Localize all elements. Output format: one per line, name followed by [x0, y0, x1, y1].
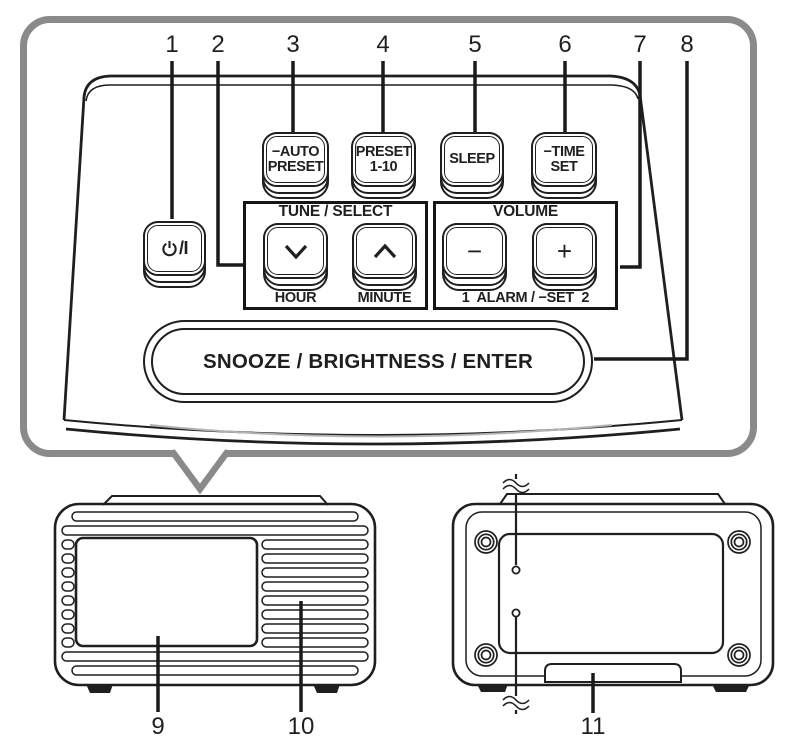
key-face: SLEEP [440, 132, 504, 187]
callout-number-10: 10 [287, 713, 315, 740]
callout-number-6: 6 [558, 31, 572, 58]
key-face: /I [143, 221, 206, 276]
bottom-panel [497, 532, 725, 655]
key-face: + [532, 223, 597, 279]
preset-1-10-button: PRESET 1-10 [351, 132, 416, 199]
key-label: −AUTO [271, 143, 320, 160]
volume-minus-button: − [442, 223, 507, 291]
bottom-foot-left [477, 684, 508, 692]
key-label: SLEEP [449, 151, 495, 167]
callout-number-7: 7 [633, 31, 647, 58]
snooze-button-label: SNOOZE / BRIGHTNESS / ENTER [202, 349, 534, 373]
callout-number-5: 5 [468, 31, 482, 58]
sleep-button: SLEEP [440, 132, 504, 199]
front-view [53, 495, 377, 693]
callout-number-3: 3 [286, 31, 300, 58]
tune-down-button [263, 223, 328, 291]
power-standby-icon [162, 240, 177, 257]
volume-title: VOLUME [492, 203, 559, 220]
key-label: SET [550, 158, 578, 175]
battery-door [544, 663, 682, 683]
tune-up-button [352, 223, 417, 291]
key-face: −AUTO PRESET [262, 132, 329, 187]
volume-plus-button: + [532, 223, 597, 291]
key-label: PRESET [267, 158, 324, 175]
snooze-brightness-enter-button: SNOOZE / BRIGHTNESS / ENTER [143, 320, 593, 403]
bottom-foot-right [712, 684, 750, 692]
key-face: − [442, 223, 507, 279]
callout-number-4: 4 [376, 31, 390, 58]
display-window [74, 536, 259, 648]
time-set-button: −TIME SET [531, 132, 597, 199]
callout-number-11: 11 [580, 713, 606, 740]
key-face [263, 223, 328, 279]
front-foot-left [86, 684, 113, 693]
power-button: /I [143, 221, 206, 288]
auto-preset-button: −AUTO PRESET [262, 132, 329, 199]
callout-number-1: 1 [165, 31, 179, 58]
key-face: −TIME SET [531, 132, 597, 187]
antenna-wire [502, 474, 530, 714]
hour-label: HOUR [274, 290, 317, 306]
alarm-set-label: 1 ALARM / −SET 2 [461, 290, 590, 306]
key-label: PRESET [355, 143, 412, 160]
screw-circles [474, 530, 751, 667]
bottom-view [451, 474, 775, 714]
callout-number-8: 8 [680, 31, 694, 58]
callout-number-9: 9 [151, 713, 165, 740]
key-label: 1-10 [369, 158, 398, 175]
tune-select-title: TUNE / SELECT [278, 203, 393, 220]
minus-glyph: − [466, 235, 483, 266]
callout-number-2: 2 [211, 31, 225, 58]
key-face [352, 223, 417, 279]
key-face: PRESET 1-10 [351, 132, 416, 187]
chevron-up-icon [373, 243, 396, 258]
power-label: /I [178, 238, 189, 258]
key-label: −TIME [543, 143, 585, 160]
speaker-grille [61, 511, 369, 676]
chevron-down-icon [284, 244, 307, 259]
plus-glyph: + [556, 235, 573, 266]
minute-label: MINUTE [357, 290, 412, 306]
front-foot-right [313, 684, 340, 693]
